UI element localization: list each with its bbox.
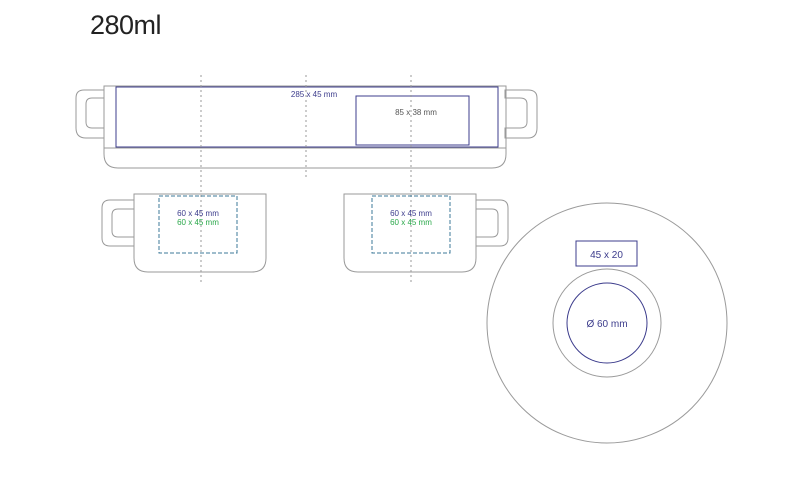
right-mug-body [343, 193, 477, 273]
panorama-print-area [115, 86, 499, 148]
left-mug-label-primary: 60 x 45 mm [177, 209, 219, 218]
left-mug-view: 60 x 45 mm 60 x 45 mm [101, 193, 267, 273]
capacity-title: 280ml [90, 10, 162, 40]
panorama-box-label: 85 x 38 mm [395, 108, 437, 117]
right-mug-handle [475, 199, 509, 247]
bottom-view: 45 x 20 Ø 60 mm [486, 202, 728, 444]
bottom-base-ring [552, 268, 662, 378]
panorama-view: 285 x 45 mm 85 x 38 mm [75, 85, 538, 169]
panorama-body [103, 85, 507, 169]
right-mug-print-area [371, 195, 451, 254]
bottom-print-circle [566, 282, 648, 364]
right-mug-label-secondary: 60 x 45 mm [390, 218, 432, 227]
panorama-right-handle [504, 89, 538, 139]
panorama-left-handle [75, 89, 105, 139]
right-mug-view: 60 x 45 mm 60 x 45 mm [343, 193, 509, 273]
bottom-outer-circle [486, 202, 728, 444]
left-mug-handle [101, 199, 135, 247]
bottom-circle-label: Ø 60 mm [586, 319, 627, 330]
left-mug-print-area [158, 195, 238, 254]
bottom-rect-label: 45 x 20 [590, 250, 623, 261]
left-mug-label-secondary: 60 x 45 mm [177, 218, 219, 227]
panorama-logo-box [355, 95, 470, 146]
right-mug-label-primary: 60 x 45 mm [390, 209, 432, 218]
left-mug-body [133, 193, 267, 273]
bottom-print-rect [575, 240, 638, 267]
panorama-wrap-label: 285 x 45 mm [291, 90, 338, 99]
